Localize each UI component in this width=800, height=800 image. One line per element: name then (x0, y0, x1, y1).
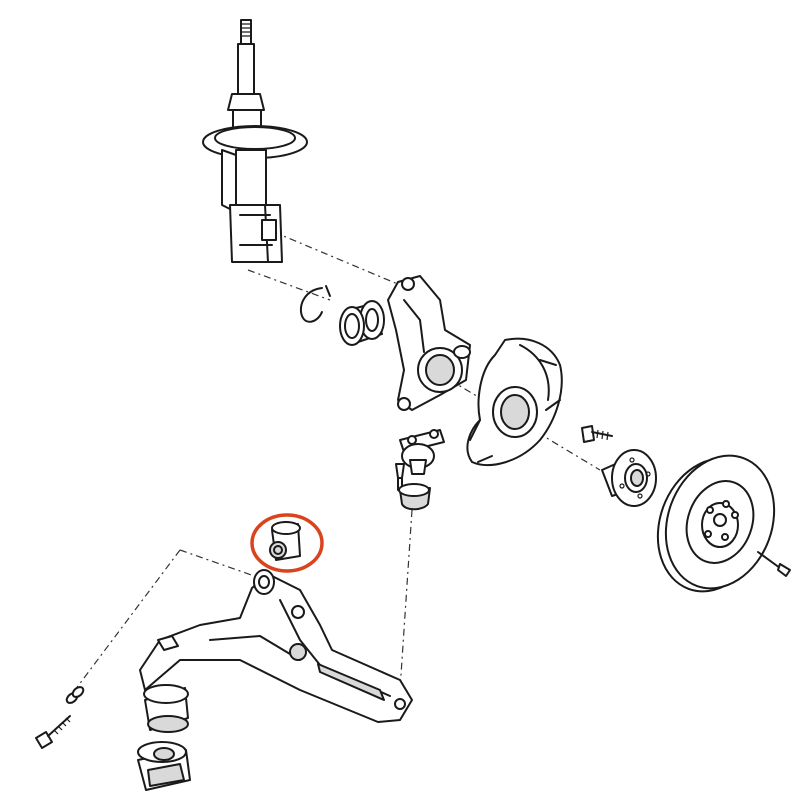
brake-dust-shield[interactable] (466, 337, 563, 466)
ball-joint-boot[interactable] (398, 483, 431, 511)
assembly-center-lines (74, 231, 601, 691)
hub-bolt[interactable] (581, 425, 613, 443)
mounting-bolt[interactable] (35, 715, 71, 749)
retaining-circlip[interactable] (300, 285, 331, 323)
highlighted-bushing[interactable] (250, 513, 324, 573)
ball-joint[interactable] (395, 429, 445, 491)
rear-bushing[interactable] (137, 741, 191, 791)
lower-control-arm[interactable] (139, 569, 413, 723)
control-arm-front-bushing[interactable] (143, 684, 189, 733)
shock-absorber-strut[interactable] (202, 19, 308, 263)
washer[interactable] (65, 685, 85, 705)
wheel-bearing[interactable] (339, 300, 385, 346)
highlight-circle (250, 513, 324, 573)
brake-disc[interactable] (640, 440, 792, 606)
wheel-hub[interactable] (601, 449, 657, 507)
steering-knuckle[interactable] (387, 275, 471, 411)
